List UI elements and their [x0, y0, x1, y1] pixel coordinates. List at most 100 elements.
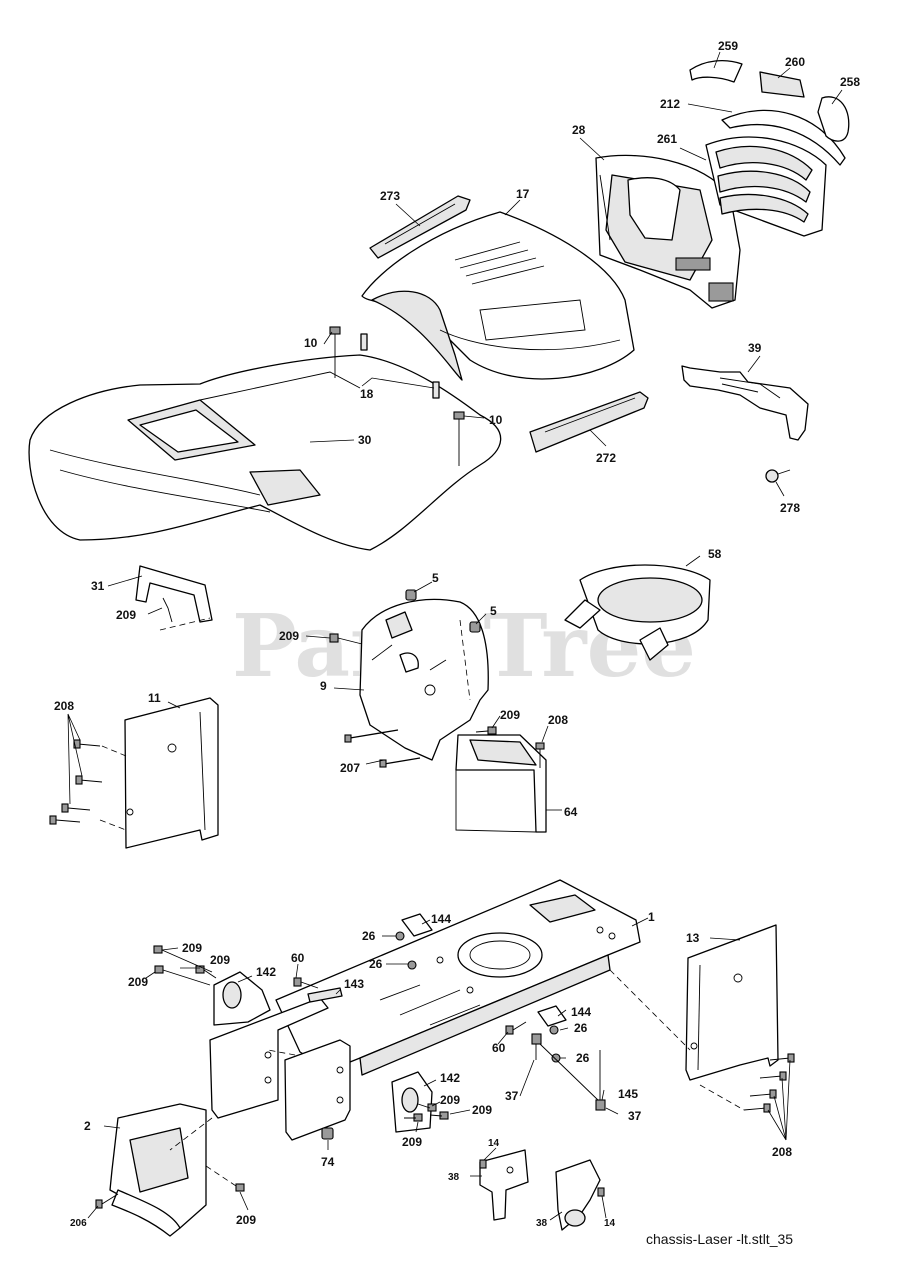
dash-panel[interactable]: [359, 598, 489, 761]
nut-26-b[interactable]: [407, 960, 417, 970]
callout-209-seat: 209: [116, 608, 136, 622]
callout-208-right: 208: [772, 1145, 792, 1159]
bolt-10-right[interactable]: [453, 411, 465, 466]
callout-2: 2: [84, 1119, 91, 1133]
nut-5-upper[interactable]: [405, 589, 417, 601]
callout-labels: 259 260 258 212 28 261 273 17 10 18 10 3…: [54, 39, 860, 1229]
callout-278: 278: [780, 501, 800, 515]
hood-front-grille-assembly[interactable]: [595, 154, 741, 309]
callout-26-d: 26: [576, 1051, 590, 1065]
front-panel-2[interactable]: [109, 1103, 207, 1237]
callout-142-lower: 142: [440, 1071, 460, 1085]
frame-side-plate-right[interactable]: [284, 1039, 351, 1141]
screw-209-front[interactable]: [205, 1165, 245, 1192]
nut-26-d[interactable]: [551, 1053, 561, 1063]
callout-10-right: 10: [489, 413, 503, 427]
side-panel-13[interactable]: [685, 924, 779, 1081]
callout-60-lower: 60: [492, 1041, 506, 1055]
callout-258: 258: [840, 75, 860, 89]
callout-58: 58: [708, 547, 722, 561]
bolt-37-left[interactable]: [531, 1033, 542, 1060]
screw-209-mid[interactable]: [475, 726, 497, 735]
callout-209-ul-c: 209: [128, 975, 148, 989]
callout-209-mid: 209: [500, 708, 520, 722]
screw-207[interactable]: [344, 729, 421, 768]
side-panel-11[interactable]: [124, 697, 219, 849]
bolt-278[interactable]: [765, 469, 791, 483]
callout-209-front: 209: [236, 1213, 256, 1227]
callout-9: 9: [320, 679, 327, 693]
callout-208-mid: 208: [548, 713, 568, 727]
nut-26-a[interactable]: [395, 931, 405, 941]
nut-26-c[interactable]: [549, 1025, 559, 1035]
side-panel-273[interactable]: [369, 195, 471, 259]
callout-144-lower: 144: [571, 1005, 591, 1019]
bolt-37-right[interactable]: [595, 1099, 606, 1111]
fender-bracket-31[interactable]: [135, 565, 213, 631]
callout-206: 206: [70, 1218, 87, 1229]
callout-145: 145: [618, 1087, 638, 1101]
callout-26-b: 26: [369, 957, 383, 971]
bolts-208-left[interactable]: [49, 739, 127, 831]
bracket-38-right[interactable]: [555, 1159, 601, 1231]
screw-14-right[interactable]: [597, 1187, 605, 1197]
callout-5-upper: 5: [432, 571, 439, 585]
bumper-18-lower[interactable]: [432, 381, 440, 399]
lens-cover-258[interactable]: [817, 96, 850, 142]
callout-37-left: 37: [505, 1089, 519, 1103]
callout-259: 259: [718, 39, 738, 53]
bracket-144-upper[interactable]: [401, 913, 433, 937]
rear-fender[interactable]: [28, 354, 502, 551]
diagram-reference: chassis-Laser -lt.stlt_35: [646, 1231, 793, 1247]
callout-64: 64: [564, 805, 578, 819]
callout-60-upper: 60: [291, 951, 305, 965]
screws-209-upper-left[interactable]: [153, 945, 217, 986]
callout-14-right: 14: [604, 1218, 616, 1229]
side-panel-272[interactable]: [529, 391, 649, 453]
screws-209-lower[interactable]: [404, 1103, 449, 1122]
callout-74: 74: [321, 1155, 335, 1169]
main-frame[interactable]: [275, 879, 641, 1076]
hood-bracket[interactable]: [681, 365, 809, 441]
grille-insert[interactable]: [705, 136, 827, 237]
callout-261: 261: [657, 132, 677, 146]
tie-rod-145[interactable]: [539, 1043, 601, 1103]
callout-10-left: 10: [304, 336, 318, 350]
headlight-lens-right[interactable]: [759, 71, 805, 98]
callout-26-c: 26: [574, 1021, 588, 1035]
callout-14-left: 14: [488, 1138, 500, 1149]
callout-208-left: 208: [54, 699, 74, 713]
bolt-60-upper[interactable]: [293, 977, 319, 989]
callout-39: 39: [748, 341, 762, 355]
hood-lens-top[interactable]: [721, 109, 846, 166]
callout-31: 31: [91, 579, 105, 593]
nut-74[interactable]: [321, 1127, 334, 1140]
bumper-18-upper[interactable]: [360, 333, 368, 351]
callout-212: 212: [660, 97, 680, 111]
bolt-10-left[interactable]: [329, 326, 341, 378]
callout-38-right: 38: [536, 1218, 548, 1229]
bolt-60-lower[interactable]: [505, 1021, 527, 1035]
nut-5-lower[interactable]: [469, 621, 481, 633]
bracket-142-lower[interactable]: [391, 1071, 433, 1133]
callout-207: 207: [340, 761, 360, 775]
callout-30: 30: [358, 433, 372, 447]
bracket-144-lower[interactable]: [537, 1005, 567, 1027]
grass-chute-ring[interactable]: [564, 564, 711, 661]
bracket-38-left[interactable]: [479, 1149, 529, 1221]
alignment-lines: [169, 619, 691, 1151]
callout-143: 143: [344, 977, 364, 991]
bolts-208-right[interactable]: [699, 1053, 795, 1113]
link-143[interactable]: [307, 987, 343, 1003]
callout-38-left: 38: [448, 1172, 460, 1183]
bracket-142-upper[interactable]: [213, 971, 271, 1026]
screw-14-left[interactable]: [479, 1159, 487, 1169]
seat-bracket-64[interactable]: [455, 734, 547, 833]
callout-209-lower-a: 209: [440, 1093, 460, 1107]
screw-206[interactable]: [95, 1193, 119, 1209]
hood[interactable]: [361, 211, 635, 381]
headlight-lens-left[interactable]: [689, 59, 743, 83]
leader-lines: [67, 51, 843, 1221]
bolt-208-mid[interactable]: [535, 742, 545, 768]
